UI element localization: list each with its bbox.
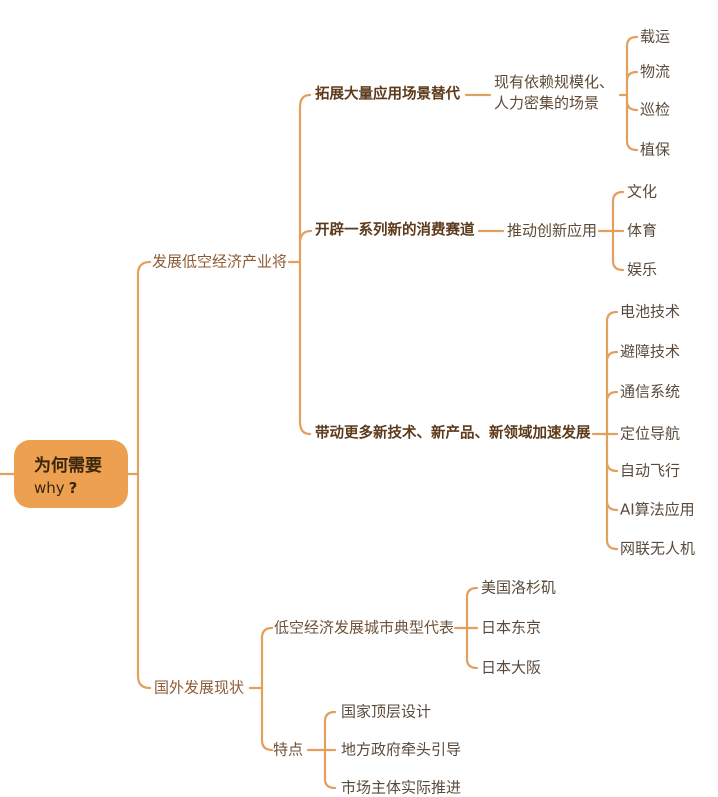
root-title: 为何需要	[34, 456, 102, 476]
root-question-mark: ?	[68, 479, 78, 497]
leaf-label-market-promotion[interactable]: 市场主体实际推进	[341, 778, 462, 797]
topic2-leaf-bracket	[611, 190, 625, 272]
topic-label-representative-cities[interactable]: 低空经济发展城市典型代表	[274, 618, 455, 637]
leaf-label-battery-tech[interactable]: 电池技术	[620, 302, 681, 321]
leaf-label-local-gov-guidance[interactable]: 地方政府牵头引导	[341, 740, 462, 759]
leaf-label-positioning-navigation[interactable]: 定位导航	[620, 424, 681, 443]
topic-label-features[interactable]: 特点	[273, 740, 304, 759]
topic-label-expand-scenarios[interactable]: 拓展大量应用场景替代	[315, 86, 460, 103]
leaf-label-plant-protection[interactable]: 植保	[640, 140, 671, 159]
leaf-label-obstacle-avoidance[interactable]: 避障技术	[620, 342, 681, 361]
leaf-label-communication-systems[interactable]: 通信系统	[620, 382, 681, 401]
leaf-label-ai-algorithms[interactable]: AI算法应用	[620, 500, 695, 519]
topic1-leaf-bracket	[625, 35, 639, 152]
root-node[interactable]: 为何需要 why?	[14, 440, 128, 508]
leaf-label-autonomous-flight[interactable]: 自动飞行	[620, 461, 681, 480]
branch-label-foreign-status[interactable]: 国外发展现状	[154, 678, 245, 697]
leaf-label-inspection[interactable]: 巡检	[640, 100, 671, 119]
note-label-promote-innovation[interactable]: 推动创新应用	[507, 221, 598, 240]
cities-leaf-bracket	[465, 586, 479, 670]
leaf-label-osaka[interactable]: 日本大阪	[481, 658, 542, 677]
leaf-label-los-angeles[interactable]: 美国洛杉矶	[481, 578, 557, 597]
main-trunk	[136, 260, 152, 690]
leaf-label-logistics[interactable]: 物流	[640, 62, 671, 81]
leaf-label-national-top-design[interactable]: 国家顶层设计	[341, 702, 432, 721]
leaf-label-networked-drones[interactable]: 网联无人机	[620, 539, 696, 558]
branch2-subtrunk	[260, 626, 274, 752]
branch-label-develop-industry[interactable]: 发展低空经济产业将	[152, 252, 288, 271]
root-subtitle: why?	[34, 479, 128, 497]
branch1-subtrunk	[298, 93, 313, 436]
topic-label-new-consumption[interactable]: 开辟一系列新的消费赛道	[315, 222, 475, 239]
features-leaf-bracket	[323, 710, 337, 790]
leaf-label-carrying[interactable]: 载运	[640, 27, 671, 46]
leaf-label-sports[interactable]: 体育	[627, 221, 658, 240]
root-subtitle-text: why	[34, 479, 65, 497]
leaf-label-tokyo[interactable]: 日本东京	[481, 618, 542, 637]
leaf-label-entertainment[interactable]: 娱乐	[627, 260, 658, 279]
topic-label-drive-new-tech[interactable]: 带动更多新技术、新产品、新领域加速发展	[315, 425, 591, 442]
note-label-existing-scenarios[interactable]: 现有依赖规模化、人力密集的场景	[494, 73, 615, 112]
leaf-label-culture[interactable]: 文化	[627, 182, 658, 201]
topic3-leaf-bracket	[605, 310, 619, 551]
